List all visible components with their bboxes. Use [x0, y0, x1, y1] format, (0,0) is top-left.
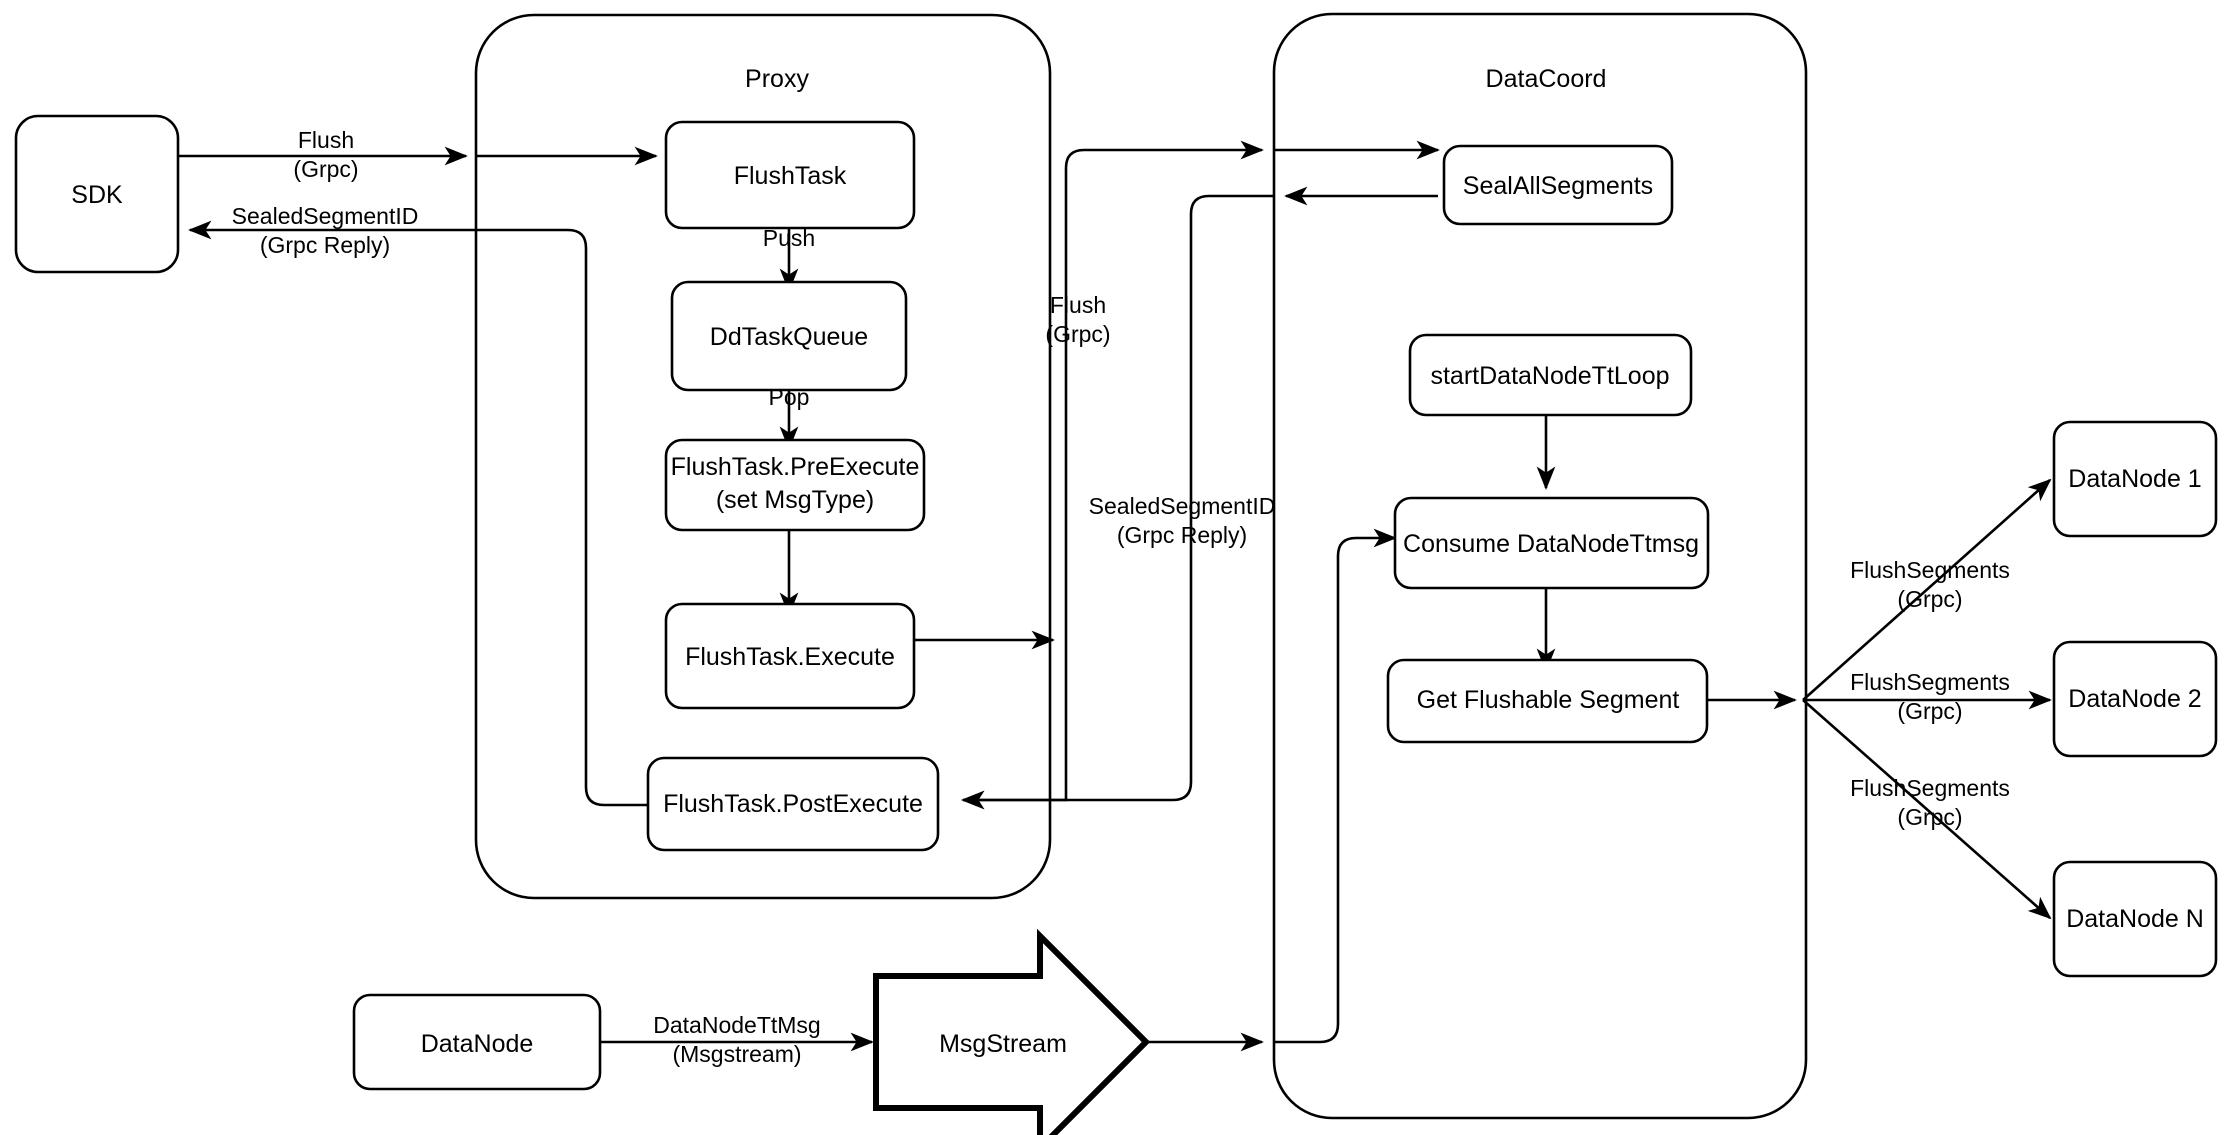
- edge-label-flushsegments-n-a: FlushSegments: [1850, 775, 2010, 801]
- cluster-proxy: [474, 13, 1052, 900]
- edge-postexecute-to-sdkchannel: [466, 228, 651, 807]
- edge-label-flush-grpc-1: Flush: [298, 127, 354, 153]
- edge-label-push: Push: [763, 225, 815, 251]
- node-execute-label: FlushTask.Execute: [685, 643, 895, 671]
- edge-flushsegments-datanodeN: [1802, 699, 2052, 920]
- node-ddtaskqueue[interactable]: [670, 280, 908, 392]
- node-datanode-1-label: DataNode 1: [2068, 465, 2201, 493]
- node-flushtask-label: FlushTask: [734, 162, 847, 190]
- node-datanode-source-label: DataNode: [421, 1030, 534, 1058]
- edge-label-sealedsegmentid-1: SealedSegmentID: [232, 203, 419, 229]
- node-sealallsegments-label: SealAllSegments: [1463, 172, 1653, 200]
- edge-coord-ttmsg-riser: [1274, 528, 1397, 1044]
- node-postexecute-label: FlushTask.PostExecute: [663, 790, 923, 818]
- node-consume-datanodettmsg-label: Consume DataNodeTtmsg: [1403, 530, 1699, 558]
- edge-label-flushsegments-1-a: FlushSegments: [1850, 557, 2010, 583]
- edge-label-pop: Pop: [769, 384, 810, 410]
- edge-sealedsegmentid-reply-channel: [961, 194, 1274, 810]
- cluster-datacoord: [1272, 12, 1808, 1120]
- node-startdatanodettloop-label: startDataNodeTtLoop: [1430, 362, 1669, 390]
- node-ddtaskqueue-label: DdTaskQueue: [710, 323, 868, 351]
- node-flushtask-preexecute[interactable]: [664, 438, 926, 532]
- cluster-datacoord-label: DataCoord: [1486, 65, 1607, 93]
- edge-label-datanodettmsg-2: (Msgstream): [672, 1041, 801, 1067]
- node-msgstream-label: MsgStream: [939, 1030, 1067, 1058]
- node-preexecute-line1: FlushTask.PreExecute: [671, 453, 920, 481]
- node-startdatanodettloop[interactable]: [1408, 333, 1693, 417]
- edge-label-coord-reply-2: (Grpc Reply): [1117, 522, 1247, 548]
- edge-flush-grpc-channel: [1064, 140, 1264, 640]
- edge-label-flush-grpc-2: (Grpc): [293, 156, 358, 182]
- node-msgstream-shape[interactable]: [873, 928, 1151, 1135]
- node-sealallsegments[interactable]: [1442, 144, 1674, 226]
- node-get-flushable-segment-label: Get Flushable Segment: [1417, 686, 1680, 714]
- node-consume-datanodettmsg[interactable]: [1393, 496, 1710, 590]
- cluster-proxy-label: Proxy: [745, 65, 809, 93]
- node-preexecute-line2: (set MsgType): [716, 486, 874, 514]
- node-sdk-label: SDK: [71, 181, 123, 209]
- node-flushtask-execute[interactable]: [664, 602, 916, 710]
- node-flushtask[interactable]: [664, 120, 916, 230]
- edge-flushchannel-to-postexecute: [961, 640, 1068, 810]
- edge-label-flush-coord-2: (Grpc): [1045, 321, 1110, 347]
- edge-label-coord-reply-1: SealedSegmentID: [1089, 493, 1276, 519]
- node-datanode-1[interactable]: [2052, 420, 2218, 538]
- edge-label-sealedsegmentid-2: (Grpc Reply): [260, 232, 390, 258]
- node-sdk[interactable]: [14, 114, 180, 274]
- edge-flushsegments-datanode1: [1802, 478, 2052, 701]
- edge-label-flushsegments-2-a: FlushSegments: [1850, 669, 2010, 695]
- edge-label-flushsegments-n-b: (Grpc): [1897, 804, 1962, 830]
- node-datanode-n-label: DataNode N: [2066, 905, 2204, 933]
- edge-label-flush-coord-1: Flush: [1050, 292, 1106, 318]
- edge-label-flushsegments-2-b: (Grpc): [1897, 698, 1962, 724]
- edge-label-flushsegments-1-b: (Grpc): [1897, 586, 1962, 612]
- node-flushtask-postexecute[interactable]: [646, 756, 940, 852]
- node-get-flushable-segment[interactable]: [1386, 658, 1709, 744]
- node-datanode-source[interactable]: [352, 993, 602, 1091]
- node-datanode-2-label: DataNode 2: [2068, 685, 2201, 713]
- node-datanode-2[interactable]: [2052, 640, 2218, 758]
- edge-label-datanodettmsg-1: DataNodeTtMsg: [653, 1012, 820, 1038]
- node-datanode-n[interactable]: [2052, 860, 2218, 978]
